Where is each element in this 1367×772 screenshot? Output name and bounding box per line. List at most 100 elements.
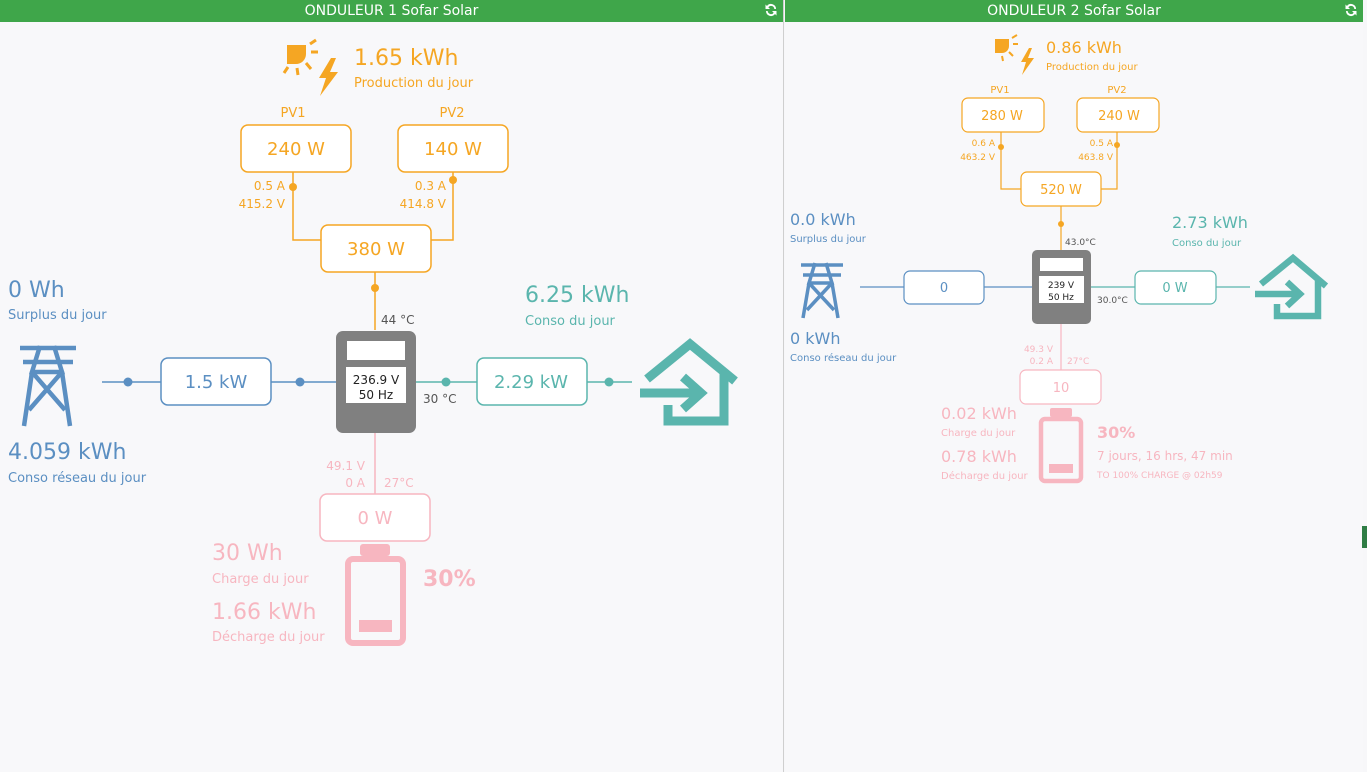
grid-import-label: Conso réseau du jour bbox=[8, 471, 147, 486]
grid-power-box[interactable] bbox=[903, 270, 985, 305]
inverter-2-panel: ONDULEUR 2 Sofar Solar 0.86 kWh Producti… bbox=[785, 0, 1363, 772]
pv2-dot bbox=[449, 176, 457, 184]
battery-discharge-label: Décharge du jour bbox=[212, 630, 325, 645]
battery-power-box[interactable] bbox=[319, 493, 431, 542]
power-flow-diagram: 1.65 kWh Production du jour PV1 PV2 240 … bbox=[8, 38, 738, 646]
scrollbar-thumb[interactable] bbox=[1362, 526, 1367, 548]
pv1-current: 0.6 A bbox=[972, 139, 996, 149]
battery-power: 0 W bbox=[358, 508, 393, 529]
pv1-label: PV1 bbox=[990, 85, 1009, 96]
pv2-power: 140 W bbox=[424, 139, 482, 160]
pv1-power: 280 W bbox=[981, 109, 1023, 124]
home-arrow-icon bbox=[1255, 253, 1329, 320]
home-temp: 30 °C bbox=[423, 392, 456, 406]
production-value: 1.65 kWh bbox=[354, 46, 458, 71]
battery-icon bbox=[1038, 408, 1084, 484]
battery-temp: 27°C bbox=[384, 476, 414, 490]
home-flow-dot bbox=[441, 377, 451, 387]
battery-charge-label: Charge du jour bbox=[941, 428, 1016, 439]
pv1-voltage: 415.2 V bbox=[239, 197, 286, 211]
pv-total-box[interactable] bbox=[320, 224, 432, 273]
pv-flow-dot bbox=[1058, 221, 1064, 227]
home-power: 2.29 kW bbox=[494, 372, 568, 393]
grid-import-value: 0 kWh bbox=[790, 329, 841, 348]
pv2-box[interactable] bbox=[1076, 97, 1160, 133]
production-value: 0.86 kWh bbox=[1046, 38, 1122, 57]
home-power-box[interactable] bbox=[476, 357, 588, 406]
grid-import-value: 4.059 kWh bbox=[8, 440, 126, 465]
pv2-power: 240 W bbox=[1098, 109, 1140, 124]
pv2-dot bbox=[1114, 142, 1120, 148]
battery-power-box[interactable] bbox=[1019, 369, 1102, 405]
pv1-power: 240 W bbox=[267, 139, 325, 160]
home-arrow-icon bbox=[640, 338, 738, 426]
pv-total-power: 380 W bbox=[347, 239, 405, 260]
grid-power-box[interactable] bbox=[160, 357, 272, 406]
grid-flow-dot bbox=[123, 377, 133, 387]
panel-title: ONDULEUR 2 Sofar Solar bbox=[987, 3, 1161, 19]
home-consumption-value: 6.25 kWh bbox=[525, 283, 629, 308]
production-label: Production du jour bbox=[354, 76, 474, 91]
inverter-temp: 44 °C bbox=[381, 313, 414, 327]
battery-power: 10 bbox=[1053, 381, 1070, 396]
battery-discharge-value: 1.66 kWh bbox=[212, 600, 316, 625]
grid-surplus-value: 0 Wh bbox=[8, 278, 65, 303]
pv1-line bbox=[292, 172, 321, 241]
home-power: 0 W bbox=[1162, 281, 1187, 296]
home-consumption-label: Conso du jour bbox=[525, 314, 616, 329]
pv1-box[interactable] bbox=[961, 97, 1045, 133]
home-consumption-label: Conso du jour bbox=[1172, 238, 1242, 249]
pv2-line bbox=[1101, 132, 1118, 190]
pylon-icon bbox=[20, 345, 76, 427]
pv2-voltage: 414.8 V bbox=[400, 197, 447, 211]
battery-current: 0.2 A bbox=[1030, 357, 1054, 367]
sun-bolt-icon bbox=[995, 34, 1034, 75]
inverter-frequency: 50 Hz bbox=[359, 388, 393, 402]
battery-current: 0 A bbox=[345, 476, 365, 490]
grid-surplus-value: 0.0 kWh bbox=[790, 210, 856, 229]
battery-voltage: 49.3 V bbox=[1024, 345, 1054, 355]
production-label: Production du jour bbox=[1046, 62, 1138, 73]
inverter-box[interactable] bbox=[1032, 250, 1091, 324]
grid-import-label: Conso réseau du jour bbox=[790, 352, 897, 364]
home-power-box[interactable] bbox=[1134, 270, 1217, 305]
inverter-frequency: 50 Hz bbox=[1048, 293, 1074, 303]
battery-soc: 30% bbox=[1097, 423, 1135, 442]
pylon-icon bbox=[801, 262, 843, 319]
pv1-line bbox=[1000, 132, 1021, 190]
battery-charge-label: Charge du jour bbox=[212, 572, 309, 587]
inverter-voltage: 236.9 V bbox=[353, 373, 400, 387]
pv2-label: PV2 bbox=[439, 106, 464, 121]
home-flow-dot bbox=[604, 377, 614, 387]
grid-power: 0 bbox=[940, 281, 948, 296]
battery-discharge-value: 0.78 kWh bbox=[941, 447, 1017, 466]
pv2-current: 0.3 A bbox=[415, 179, 447, 193]
home-temp: 30.0°C bbox=[1097, 296, 1128, 306]
pv2-label: PV2 bbox=[1107, 85, 1126, 96]
power-flow-diagram: 0.86 kWh Production du jour PV1 PV2 280 … bbox=[790, 34, 1329, 484]
inverter-box[interactable] bbox=[336, 331, 416, 433]
battery-time: 7 jours, 16 hrs, 47 min bbox=[1097, 449, 1233, 463]
pv-total-power: 520 W bbox=[1040, 183, 1082, 198]
grid-surplus-label: Surplus du jour bbox=[8, 308, 107, 323]
battery-time-note: TO 100% CHARGE @ 02h59 bbox=[1096, 471, 1223, 481]
pv1-dot bbox=[289, 183, 297, 191]
panel-title: ONDULEUR 1 Sofar Solar bbox=[304, 3, 479, 19]
panel-header: ONDULEUR 2 Sofar Solar bbox=[785, 0, 1363, 22]
pv1-current: 0.5 A bbox=[254, 179, 286, 193]
pv1-voltage: 463.2 V bbox=[960, 153, 996, 163]
inverter-1-panel: ONDULEUR 1 Sofar Solar 1.65 kWh Producti… bbox=[0, 0, 784, 772]
refresh-icon[interactable] bbox=[763, 2, 779, 18]
battery-charge-value: 0.02 kWh bbox=[941, 404, 1017, 423]
inverter-temp: 43.0°C bbox=[1065, 238, 1096, 248]
battery-voltage: 49.1 V bbox=[326, 459, 366, 473]
pv-flow-dot bbox=[371, 284, 379, 292]
inverter-voltage: 239 V bbox=[1048, 281, 1075, 291]
home-consumption-value: 2.73 kWh bbox=[1172, 213, 1248, 232]
grid-surplus-label: Surplus du jour bbox=[790, 234, 867, 245]
battery-level bbox=[359, 620, 392, 632]
refresh-icon[interactable] bbox=[1343, 2, 1359, 18]
pv2-voltage: 463.8 V bbox=[1078, 153, 1114, 163]
pv1-dot bbox=[998, 144, 1004, 150]
pv1-box[interactable] bbox=[240, 124, 352, 173]
